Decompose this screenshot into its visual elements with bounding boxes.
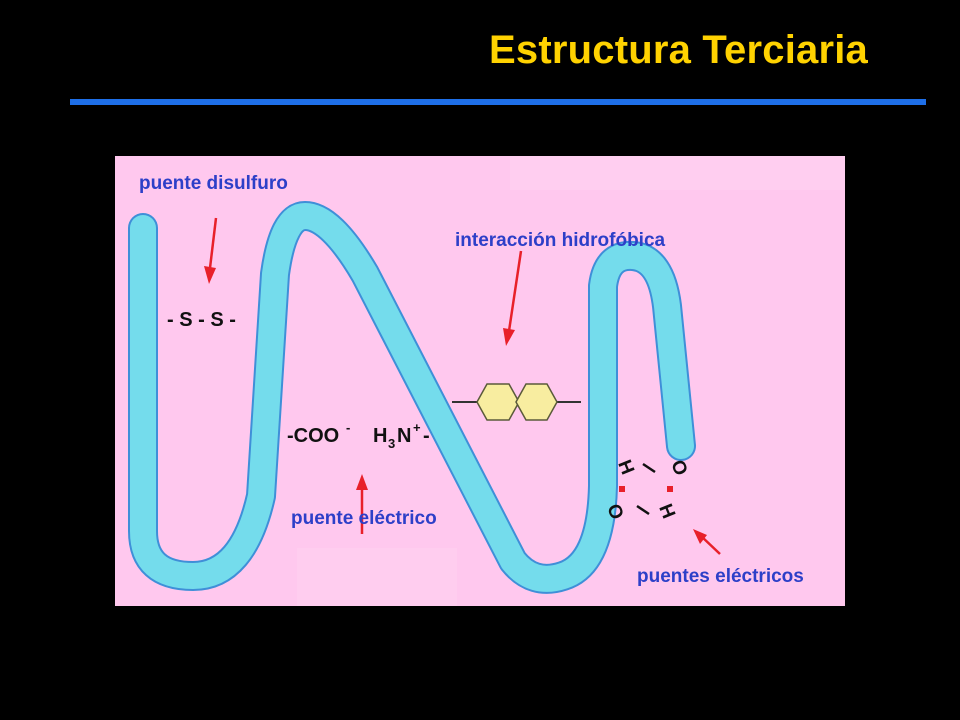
carboxylate-charge: - bbox=[346, 420, 350, 435]
atom-o-left: O bbox=[602, 501, 627, 523]
label-hydrophobic-interaction: interacción hidrofóbica bbox=[455, 230, 666, 251]
bond-dash-upper bbox=[642, 462, 656, 474]
label-electric-bridge: puente eléctrico bbox=[291, 508, 437, 529]
arrow-disulfide bbox=[204, 217, 218, 284]
hbond-marker-right bbox=[667, 486, 673, 492]
arrow-electric-plural bbox=[693, 529, 721, 555]
label-electric-bridges: puentes eléctricos bbox=[637, 566, 804, 587]
slide-title: Estructura Terciaria bbox=[489, 28, 868, 72]
diagram-panel bbox=[115, 156, 845, 606]
amino-subscript: 3 bbox=[388, 436, 395, 451]
title-rule bbox=[70, 99, 926, 105]
aromatic-ring-left bbox=[476, 383, 520, 421]
amino-n: N bbox=[397, 425, 411, 447]
amino-h: H bbox=[373, 425, 387, 447]
arrow-hydrophobic bbox=[503, 250, 523, 346]
protein-diagram: puente disulfuro interacción hidrofóbica… bbox=[115, 156, 845, 606]
arrow-electric bbox=[356, 474, 368, 534]
hbond-marker-left bbox=[619, 486, 625, 492]
panel-shade-top bbox=[510, 156, 845, 190]
panel-shade-bottom bbox=[297, 548, 457, 606]
label-disulfide-bridge: puente disulfuro bbox=[139, 173, 288, 194]
amino-tail: - bbox=[423, 425, 430, 447]
bond-dash-lower bbox=[636, 504, 650, 516]
polypeptide-chain bbox=[130, 203, 694, 592]
disulfide-bond: - S - S - bbox=[167, 309, 236, 331]
diagram-canvas: puente disulfuro interacción hidrofóbica… bbox=[115, 156, 845, 606]
aromatic-ring-right bbox=[515, 383, 558, 421]
atom-o-right: O bbox=[666, 457, 691, 479]
carboxylate-group: -COO bbox=[287, 425, 339, 447]
amino-charge: + bbox=[413, 420, 421, 435]
